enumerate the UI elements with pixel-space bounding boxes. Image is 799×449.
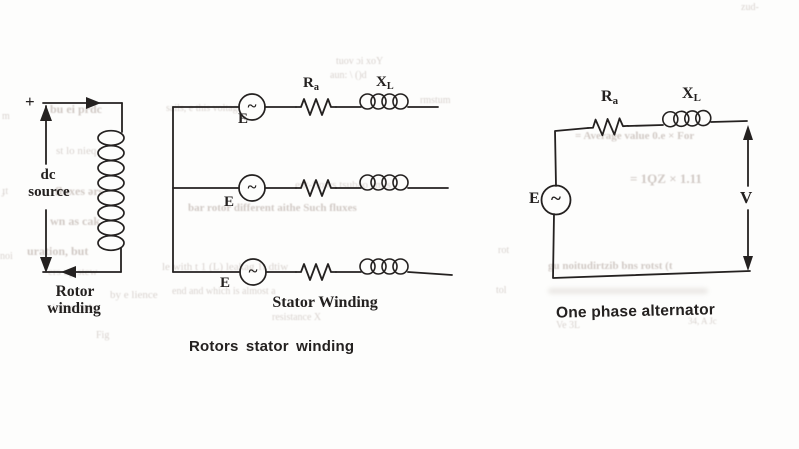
inductor-symbol [359,258,409,275]
bleed-text: gu noitudirtzib bns rotst (t [548,260,673,272]
bleed-text: rmstum [420,95,451,106]
dc-source-label-line1: dc [40,167,56,183]
wire [627,124,664,127]
rotor-coil-symbol [97,129,125,252]
resistor-symbol [295,179,337,197]
bleed-text: ent-flows tsubao smis [295,179,391,191]
emf-label-phase2: E [224,194,235,210]
resistor-symbol [295,98,337,116]
bleed-text: = Average value 0.e × For [575,130,695,142]
bleed-text: le with t 1 (L) leakag 1t dtiw [162,261,289,273]
xl-sub: L [386,81,394,92]
stator-phase-2 [172,174,449,202]
bleed-text: tol [496,285,507,296]
bleed-text: rot [498,245,510,256]
dc-source-arrow-up-icon [40,105,52,121]
bleed-text: sails, e this voltag [166,103,238,114]
ac-source-symbol: ~ [247,177,257,197]
bleed-text: = 1ϘZ × 1.11 [630,171,702,186]
bleed-text: tuov ɔi xoY [336,56,384,67]
bleed-text: m [2,111,10,122]
emf-label: E [529,190,540,207]
rotor-winding-caption-line1: Rotor [55,283,95,300]
bleed-text: Ve 3L [556,320,581,331]
bleed-text: aun: \ ()d [330,70,367,81]
bleed-text: st lo nieq [56,145,97,157]
scan-smudge [548,288,708,294]
bleed-text: bar rotor different aithe Such fluxes [188,202,357,214]
xl-label: XL [376,74,394,92]
figure-caption-one-phase-alternator: One phase alternator [555,301,716,322]
bleed-text: ɟt [2,186,9,197]
xl-sub: L [693,92,701,104]
wire [552,213,751,279]
figure-caption-rotors-stator: Rotors stator winding [189,338,355,355]
dc-source-label-line2: source [28,184,70,200]
bleed-text: zud- [741,2,759,13]
bleed-text: sini to qob [48,302,95,314]
current-arrow-right-icon [86,97,101,109]
emf-label-phase1: E [238,111,249,127]
xl-main: X [682,85,694,102]
bleed-text: fluxes ərs [55,184,104,198]
wire [407,271,453,276]
voltage-arrow-down-icon [743,256,753,271]
voltage-arrow-up-icon [743,125,753,140]
bleed-text: resistance X [272,312,322,323]
rotor-winding-caption-line2: winding [47,300,101,317]
stator-winding-caption: Stator Winding [272,294,378,311]
bleed-text: noi [0,251,13,262]
inductor-symbol [359,174,409,191]
rotor-winding-circuit [40,97,125,278]
ra-main: R [601,88,613,105]
current-arrow-left-icon [61,266,76,278]
bleed-text: Fig [96,330,110,341]
stator-phase-3 [172,258,453,286]
ac-source-symbol: ~ [551,188,561,210]
bleed-text: wn as cak [50,214,101,228]
xl-label: XL [682,85,701,104]
ra-main: R [303,75,314,91]
bleed-text: end and which is almost a [172,286,276,297]
ra-label: Ra [303,75,319,93]
ra-sub: a [612,95,618,107]
inductor-symbol [359,93,409,110]
xl-main: X [376,74,387,90]
wire [710,120,748,123]
one-phase-alternator-circuit [540,109,753,279]
inductor-symbol [661,109,712,128]
bleed-text: by e lience [110,289,158,301]
ra-sub: a [313,82,319,93]
wire [554,127,589,187]
bleed-text: 34, A Jc [688,316,717,326]
ac-source-symbol: ~ [247,96,257,116]
resistor-symbol [586,117,630,137]
ra-label: Ra [601,88,618,107]
stator-phase-1 [172,93,439,121]
resistor-symbol [295,263,337,281]
plus-terminal-label: + [25,92,35,111]
stator-winding-circuit [172,93,453,286]
emf-label-phase3: E [220,275,231,291]
ac-source-symbol: ~ [248,261,258,281]
voltage-label: V [740,188,753,207]
dc-source-arrow-down-icon [40,257,52,273]
bleed-text: uration, but [27,244,89,258]
